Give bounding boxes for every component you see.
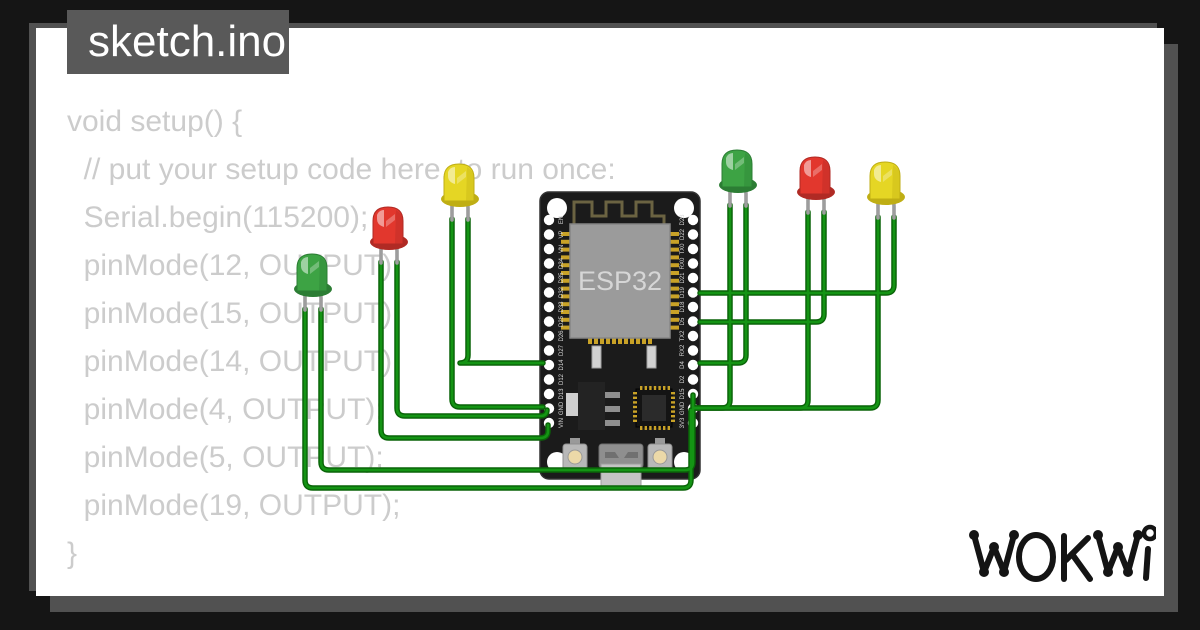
code-line: // put your setup code here, to run once… [67, 153, 616, 186]
code-line: } [67, 537, 78, 570]
sketch-filename-badge: sketch.ino [67, 10, 289, 74]
code-snippet: void setup() { // put your setup code he… [67, 98, 616, 578]
code-line: pinMode(14, OUTPUT); [67, 345, 401, 378]
logo-letter-i [1141, 524, 1156, 581]
code-line: void setup() { [67, 105, 243, 138]
code-line: pinMode(15, OUTPUT); [67, 297, 401, 330]
code-line: pinMode(12, OUTPUT); [67, 249, 401, 282]
sketch-filename: sketch.ino [88, 17, 287, 66]
logo-letter-o [1016, 532, 1056, 582]
wokwi-logo [969, 524, 1156, 582]
code-line: pinMode(19, OUTPUT); [67, 489, 401, 522]
logo-letter-w1 [969, 530, 1019, 577]
code-line: pinMode(5, OUTPUT); [67, 441, 384, 474]
code-line: pinMode(4, OUTPUT); [67, 393, 384, 426]
logo-letter-w2 [1093, 530, 1143, 577]
code-line: Serial.begin(115200); [67, 201, 369, 234]
logo-letter-k [1061, 533, 1093, 582]
